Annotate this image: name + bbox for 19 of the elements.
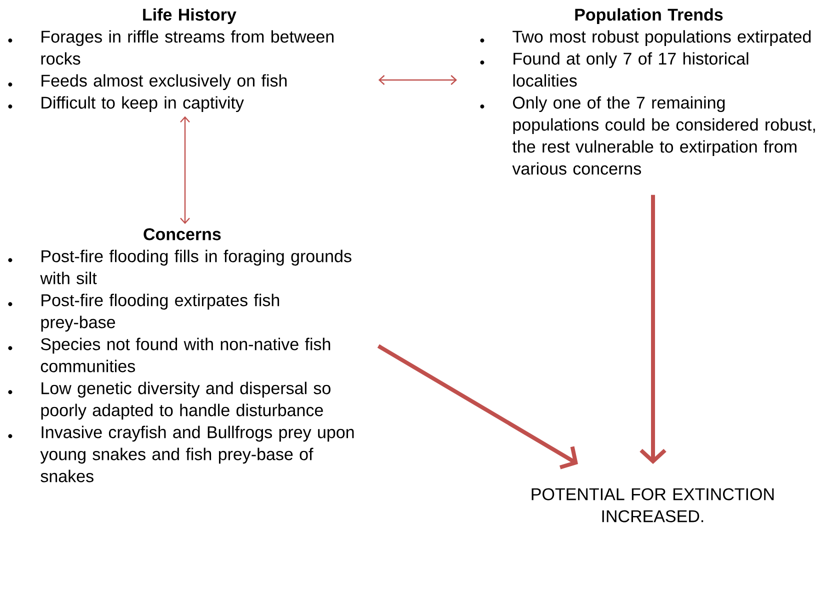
bullet-item: Post-fire flooding extirpates fish prey-base	[41, 294, 280, 332]
heading: Life History	[143, 8, 236, 24]
arrow	[640, 194, 666, 464]
heading: Concerns	[144, 228, 221, 240]
arrow	[180, 116, 190, 224]
bullet-item: Found at only 7 of 17 historical localities	[513, 52, 748, 87]
bullet-item: Feeds almost exclusively on fish	[42, 74, 287, 90]
arrow	[378, 75, 457, 85]
bullet-item: Low genetic diversity and dispersal so poorly adapted to handle disturbance	[41, 382, 330, 420]
bullet-item: Post-fire flooding fills in foraging grounds with silt	[40, 250, 352, 284]
bullet-item: Two most robust populations extirpated	[512, 30, 811, 46]
bullet-item: Only one of the 7 remaining populations could be considered robust, the rest vulnerable to extirpation from various concerns	[512, 96, 815, 175]
result-text: POTENTIAL FOR EXTINCTION INCREASED.	[532, 488, 774, 522]
arrow	[377, 344, 578, 470]
bullet-item: Invasive crayfish and Bullfrogs prey upon young snakes and fish prey-base of snakes	[40, 426, 354, 482]
bullet-item: Species not found with non-native fish communities	[40, 338, 330, 372]
bullet-item: Difficult to keep in captivity	[42, 96, 244, 112]
bullet-item: Forages in riffle streams from between rocks	[41, 30, 334, 65]
heading: Population Trends	[575, 8, 723, 24]
